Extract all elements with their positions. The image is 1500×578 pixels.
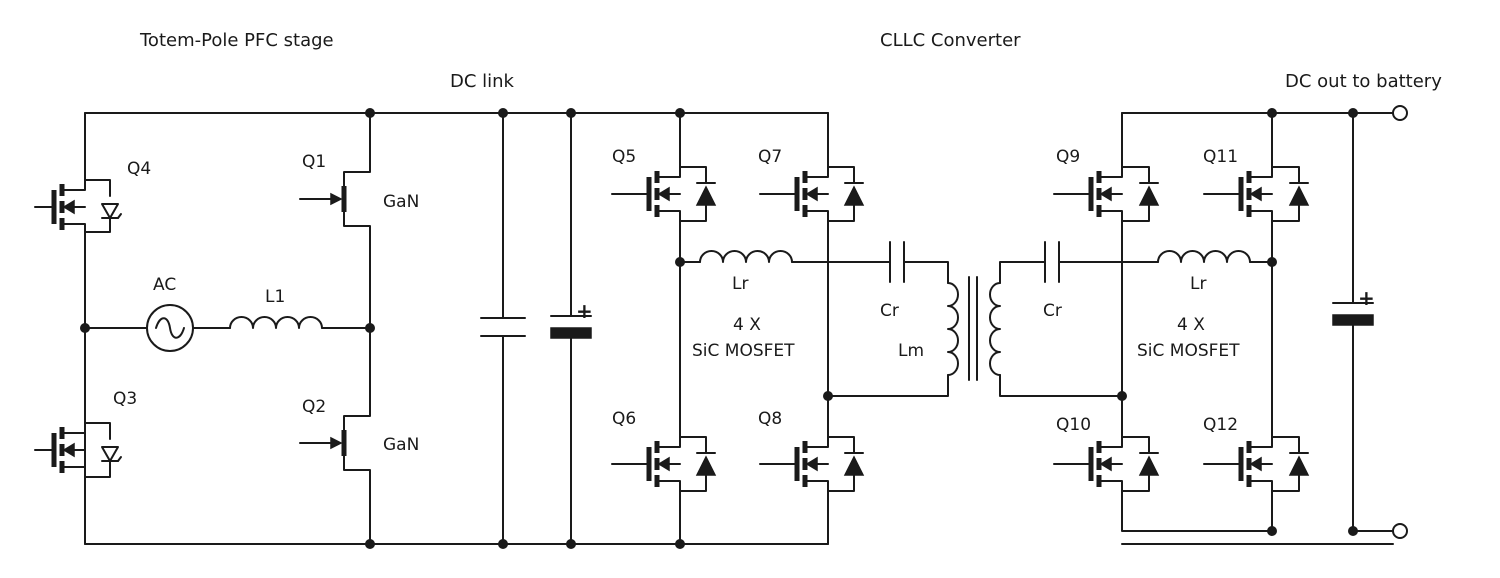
label-q9: Q9 [1056,147,1080,167]
cr-primary-capacitor [889,241,905,283]
q10-mosfet [1053,417,1160,511]
output-terminal-negative [1392,523,1408,539]
label-lr-secondary: Lr [1190,274,1206,294]
dc-link-electrolytic-capacitor [550,112,592,545]
q8-mosfet [759,417,865,511]
label-bridge-secondary-line1: 4 X [1177,315,1205,335]
transformer-secondary-bottom-wire [999,374,1123,397]
secondary-bridge-legs [1121,112,1273,532]
label-q2: Q2 [302,397,326,417]
label-gan-upper: GaN [383,192,419,212]
label-gan-lower: GaN [383,435,419,455]
q4-mosfet [34,179,122,233]
transformer-secondary-winding [989,282,1001,376]
transformer-primary-bottom-wire [827,374,949,397]
label-bridge-primary-line2: SiC MOSFET [692,341,795,361]
label-plus-secondary: + [1358,286,1375,310]
label-cr-secondary: Cr [1043,301,1062,321]
label-q5: Q5 [612,147,636,167]
q9-mosfet [1053,141,1160,237]
ac-source [146,304,194,352]
label-q12: Q12 [1203,415,1238,435]
label-bridge-secondary-line2: SiC MOSFET [1137,341,1240,361]
q5-mosfet [611,141,717,237]
pfc-right-leg [343,112,371,545]
q3-mosfet [34,422,122,478]
dc-link-film-capacitor [480,112,526,545]
q6-mosfet [611,417,717,511]
label-q10: Q10 [1056,415,1091,435]
l1-inductor [229,316,323,329]
transformer-primary-top-wire [903,261,949,284]
output-terminal-positive [1392,105,1408,121]
junction-dots [80,108,1358,549]
label-lm: Lm [898,341,924,361]
label-plus-primary: + [576,299,593,323]
pfc-stage-title: Totem-Pole PFC stage [139,30,334,51]
lm-magnetizing-inductance [947,282,959,376]
label-cr-primary: Cr [880,301,899,321]
output-electrolytic-capacitor [1332,112,1374,532]
label-q8: Q8 [758,409,782,429]
label-q3: Q3 [113,389,137,409]
q7-mosfet [759,141,865,237]
q2-gan-transistor [299,430,347,456]
cllc-converter-title: CLLC Converter [880,30,1021,51]
label-q4: Q4 [127,159,151,179]
label-ac: AC [153,275,176,295]
dc-out-title: DC out to battery [1285,71,1442,92]
transformer-core [968,276,978,381]
q1-gan-transistor [299,186,347,212]
label-q6: Q6 [612,409,636,429]
label-q7: Q7 [758,147,782,167]
lr-primary-inductor [699,250,793,263]
label-l1: L1 [265,287,285,307]
dc-link-title: DC link [450,71,515,92]
label-bridge-primary-line1: 4 X [733,315,761,335]
label-q1: Q1 [302,152,326,172]
q11-mosfet [1203,141,1310,237]
cr-secondary-capacitor [1044,241,1060,283]
q12-mosfet [1203,417,1310,511]
transformer-secondary-top-wire [999,261,1046,284]
label-lr-primary: Lr [732,274,748,294]
label-q11: Q11 [1203,147,1238,167]
lr-secondary-inductor [1157,250,1251,263]
